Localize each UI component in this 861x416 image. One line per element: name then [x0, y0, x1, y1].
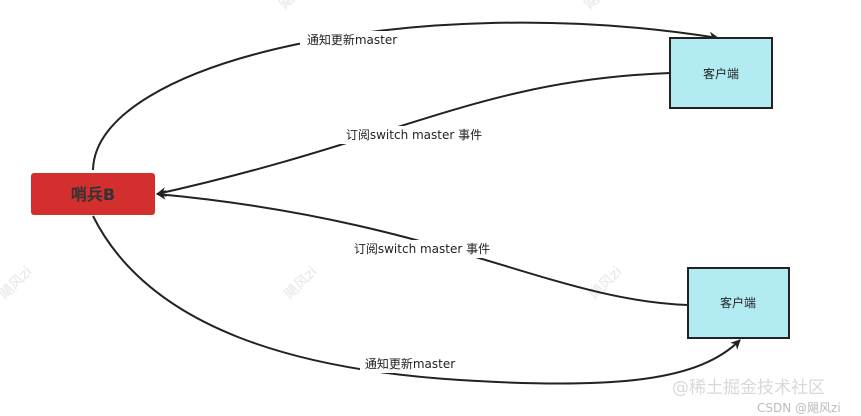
node-client-bottom[interactable]: 客户端	[687, 267, 790, 339]
node-client-top[interactable]: 客户端	[669, 37, 773, 109]
edge-notify-bottom	[92, 215, 741, 385]
edge-label: 通知更新master	[365, 356, 455, 371]
node-sentinel[interactable]: 哨兵B	[31, 173, 155, 215]
edge-label: 订阅switch master 事件	[354, 242, 490, 256]
watermark-csdn: CSDN @飓风zi	[757, 401, 841, 415]
watermark: 飓风zi	[282, 264, 321, 303]
node-label: 哨兵B	[71, 185, 115, 204]
watermark: 飓风zi	[277, 0, 316, 13]
edge-label: 通知更新master	[307, 32, 397, 47]
edge-notify-top	[92, 21, 719, 171]
edge-subscribe-top	[156, 72, 671, 197]
watermark: 飓风zi	[0, 264, 36, 303]
node-label: 客户端	[720, 295, 756, 310]
watermark-juejin: @稀土掘金技术社区	[672, 378, 825, 398]
watermark: 飓风zi	[582, 0, 621, 13]
edge-label: 订阅switch master 事件	[346, 128, 482, 142]
node-label: 客户端	[703, 66, 739, 81]
